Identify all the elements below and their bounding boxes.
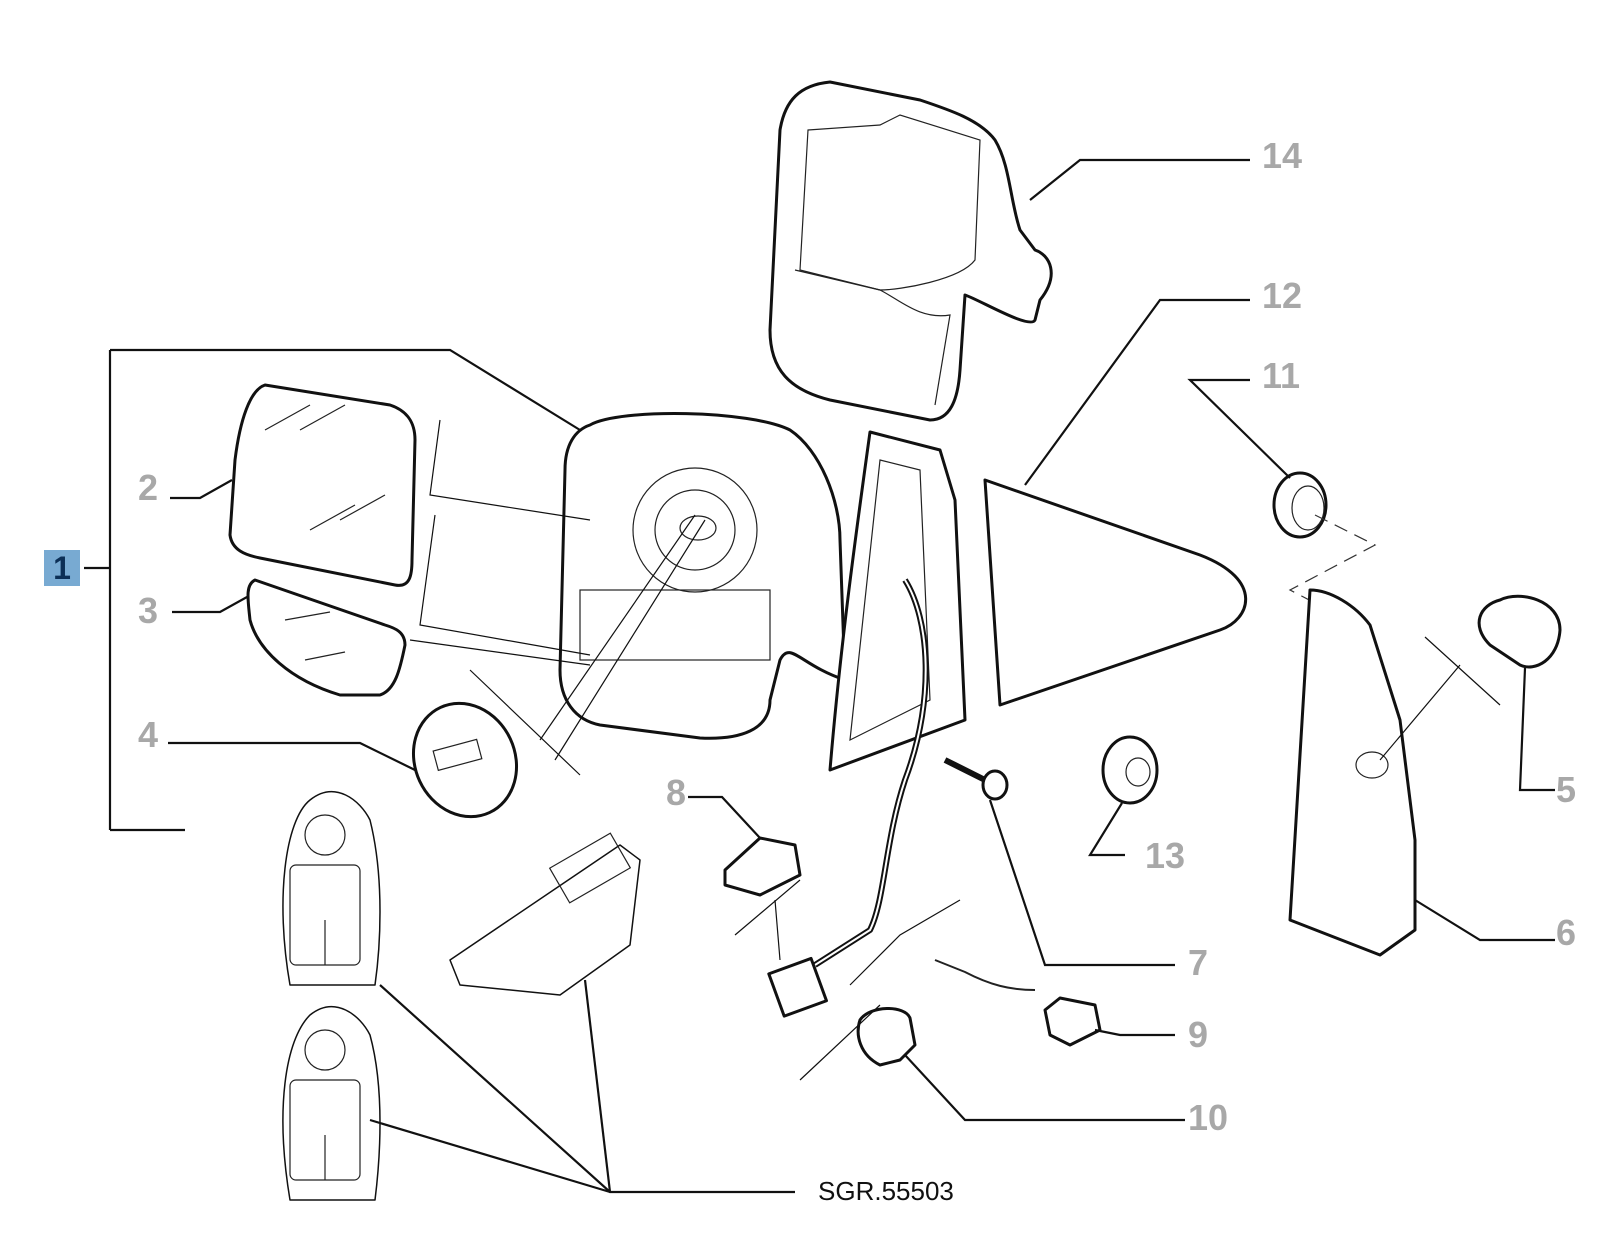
leader-8 — [688, 795, 761, 839]
leader-10b — [799, 1004, 881, 1081]
part-mirror-arm[interactable] — [828, 430, 967, 772]
leader-2 — [170, 479, 233, 500]
leader-13 — [1088, 802, 1125, 857]
part-wiring-harness[interactable] — [767, 578, 929, 1018]
leader-body-a — [429, 419, 591, 521]
leader-8c — [774, 899, 781, 961]
leader-motor-pivot-b — [554, 519, 706, 761]
part-grommet[interactable] — [1272, 471, 1328, 539]
leader-motor-pivot-a — [539, 514, 696, 741]
leader-body-d — [469, 669, 581, 776]
leader-7 — [988, 799, 1175, 967]
callout-13[interactable]: 13 — [1145, 835, 1186, 876]
leader-body-b — [419, 514, 591, 656]
part-housing-cover[interactable] — [768, 80, 1053, 422]
part-triangular-cover[interactable] — [983, 478, 1248, 707]
leader-14 — [1029, 158, 1250, 201]
callout-10[interactable]: 10 — [1188, 1097, 1229, 1138]
callout-5[interactable]: 5 — [1556, 769, 1577, 810]
leader-4 — [168, 741, 416, 771]
part-upper-glass[interactable] — [228, 383, 417, 587]
callout-2[interactable]: 2 — [138, 467, 159, 508]
callout-11[interactable]: 11 — [1262, 355, 1301, 396]
leader-3 — [172, 596, 248, 614]
part-bushing[interactable] — [1101, 735, 1159, 805]
leader-8b — [734, 879, 801, 936]
leader-11 — [1187, 378, 1291, 479]
part-switch-panel-3d[interactable] — [449, 832, 641, 996]
assembly-dashed-line — [1288, 514, 1377, 604]
leader-9 — [1094, 1028, 1175, 1037]
callout-8[interactable]: 8 — [666, 772, 687, 813]
callout-14[interactable]: 14 — [1262, 135, 1303, 176]
leader-harness — [849, 899, 961, 986]
leader-12 — [1024, 298, 1250, 486]
callout-4[interactable]: 4 — [138, 714, 159, 755]
callout-9[interactable]: 9 — [1188, 1014, 1209, 1055]
leader-10 — [904, 1054, 1185, 1122]
part-lamp-wiring[interactable] — [934, 959, 1102, 1047]
leader-5c — [1424, 636, 1501, 706]
part-lower-glass[interactable] — [246, 578, 407, 697]
leader-body-c — [409, 639, 591, 666]
part-switch-panel-upper[interactable] — [282, 790, 381, 986]
part-connector-8[interactable] — [723, 836, 802, 897]
leader-sgr-c — [583, 979, 612, 1193]
leader-sgr-a — [379, 984, 795, 1194]
leader-5b — [1379, 664, 1461, 761]
part-motor[interactable] — [395, 686, 535, 833]
reference-code: SGR.55503 — [818, 1176, 954, 1206]
callout-3[interactable]: 3 — [138, 590, 159, 631]
part-mirror-body[interactable] — [558, 412, 847, 740]
callout-7[interactable]: 7 — [1188, 942, 1209, 983]
callout-12[interactable]: 12 — [1262, 275, 1303, 316]
part-arm-cover[interactable] — [1288, 588, 1417, 957]
part-screw[interactable] — [943, 757, 1009, 801]
leader-5 — [1518, 667, 1555, 792]
leader-6 — [1414, 899, 1555, 942]
callout-6[interactable]: 6 — [1556, 912, 1577, 953]
assembly-bracket — [84, 348, 581, 832]
part-switch-panel-lower[interactable] — [282, 1005, 381, 1201]
leader-sgr-b — [369, 1118, 611, 1194]
part-cap[interactable] — [1477, 594, 1562, 669]
part-clip[interactable] — [856, 1007, 917, 1067]
callout-1[interactable]: 1 — [44, 550, 80, 586]
